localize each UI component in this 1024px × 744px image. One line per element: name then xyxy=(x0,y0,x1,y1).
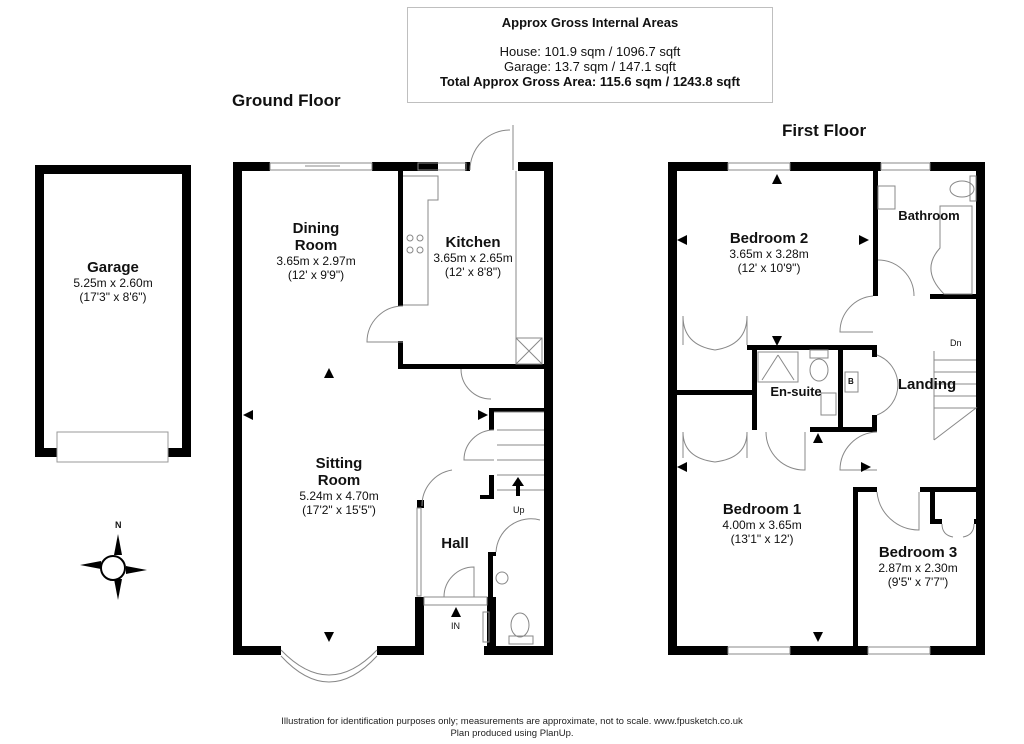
room-dim-ft: (9'5" x 7'7") xyxy=(887,575,949,589)
room-garage: Garage 5.25m x 2.60m (17'3" x 8'6") xyxy=(73,259,152,304)
room-en-suite: En-suite xyxy=(770,383,821,400)
area-summary-box: Approx Gross Internal Areas House: 101.9… xyxy=(407,7,773,103)
room-name-line1: Dining xyxy=(292,220,340,237)
first-floor-fixtures xyxy=(682,162,978,655)
room-bedroom-1: Bedroom 1 4.00m x 3.65m (13'1" x 12') xyxy=(722,501,801,546)
room-dim-m: 2.87m x 2.30m xyxy=(878,561,958,575)
room-dim-ft: (12' x 8'8") xyxy=(444,265,502,279)
room-sitting-room: Sitting Room 5.24m x 4.70m (17'2" x 15'5… xyxy=(299,455,378,517)
room-name: Bedroom 2 xyxy=(729,230,809,247)
boiler-label: B xyxy=(848,377,854,386)
room-dim-ft: (17'3" x 8'6") xyxy=(79,290,147,304)
room-landing: Landing xyxy=(898,376,956,393)
footer-disclaimer: Illustration for identification purposes… xyxy=(0,716,1024,740)
room-kitchen: Kitchen 3.65m x 2.65m (12' x 8'8") xyxy=(433,234,512,279)
room-name: Landing xyxy=(897,376,957,393)
footer-line-1: Illustration for identification purposes… xyxy=(281,716,743,727)
room-name: En-suite xyxy=(770,384,822,399)
room-bathroom: Bathroom xyxy=(898,207,959,224)
room-dim-ft: (17'2" x 15'5") xyxy=(302,503,376,517)
ground-floor-fixtures xyxy=(269,125,544,683)
garage-walls xyxy=(35,165,191,457)
room-name: Bathroom xyxy=(898,208,960,223)
area-summary-title: Approx Gross Internal Areas xyxy=(501,15,679,30)
garage-area: Garage: 13.7 sqm / 147.1 sqft xyxy=(504,59,676,74)
garage-door xyxy=(56,431,169,463)
stairs-up-label: Up xyxy=(513,505,525,515)
room-bedroom-3: Bedroom 3 2.87m x 2.30m (9'5" x 7'7") xyxy=(878,544,957,589)
ground-floor-walls xyxy=(233,162,553,655)
stairs-down-label: Dn xyxy=(950,338,962,348)
entrance-label: IN xyxy=(451,621,460,631)
ground-floor-title: Ground Floor xyxy=(232,91,341,110)
room-dim-m: 3.65m x 2.65m xyxy=(433,251,513,265)
first-floor-arrows xyxy=(677,174,871,642)
compass-north-label: N xyxy=(115,520,122,530)
room-dim-m: 4.00m x 3.65m xyxy=(722,518,802,532)
room-bedroom-2: Bedroom 2 3.65m x 3.28m (12' x 10'9") xyxy=(729,230,808,275)
room-dim-ft: (12' x 10'9") xyxy=(737,261,801,275)
room-hall: Hall xyxy=(441,535,469,552)
compass-rose xyxy=(80,534,147,600)
room-name: Bedroom 1 xyxy=(722,501,802,518)
total-area: Total Approx Gross Area: 115.6 sqm / 124… xyxy=(439,74,741,89)
room-name: Kitchen xyxy=(445,234,501,251)
room-dim-m: 5.25m x 2.60m xyxy=(73,276,153,290)
first-floor-title: First Floor xyxy=(782,121,867,140)
room-name: Garage xyxy=(87,259,139,276)
footer-line-2: Plan produced using PlanUp. xyxy=(450,728,574,739)
room-dining-room: Dining Room 3.65m x 2.97m (12' x 9'9") xyxy=(276,220,355,282)
room-name-line2: Room xyxy=(317,472,361,489)
room-name: Hall xyxy=(441,535,469,552)
room-dim-m: 3.65m x 2.97m xyxy=(276,254,356,268)
house-area: House: 101.9 sqm / 1096.7 sqft xyxy=(499,44,681,59)
room-name-line1: Sitting xyxy=(315,455,363,472)
first-floor-walls xyxy=(668,162,985,655)
room-dim-m: 5.24m x 4.70m xyxy=(299,489,379,503)
room-dim-m: 3.65m x 3.28m xyxy=(729,247,809,261)
room-name: Bedroom 3 xyxy=(878,544,958,561)
room-dim-ft: (12' x 9'9") xyxy=(287,268,345,282)
ground-floor-arrows xyxy=(243,368,524,642)
room-dim-ft: (13'1" x 12') xyxy=(730,532,794,546)
room-name-line2: Room xyxy=(294,237,338,254)
